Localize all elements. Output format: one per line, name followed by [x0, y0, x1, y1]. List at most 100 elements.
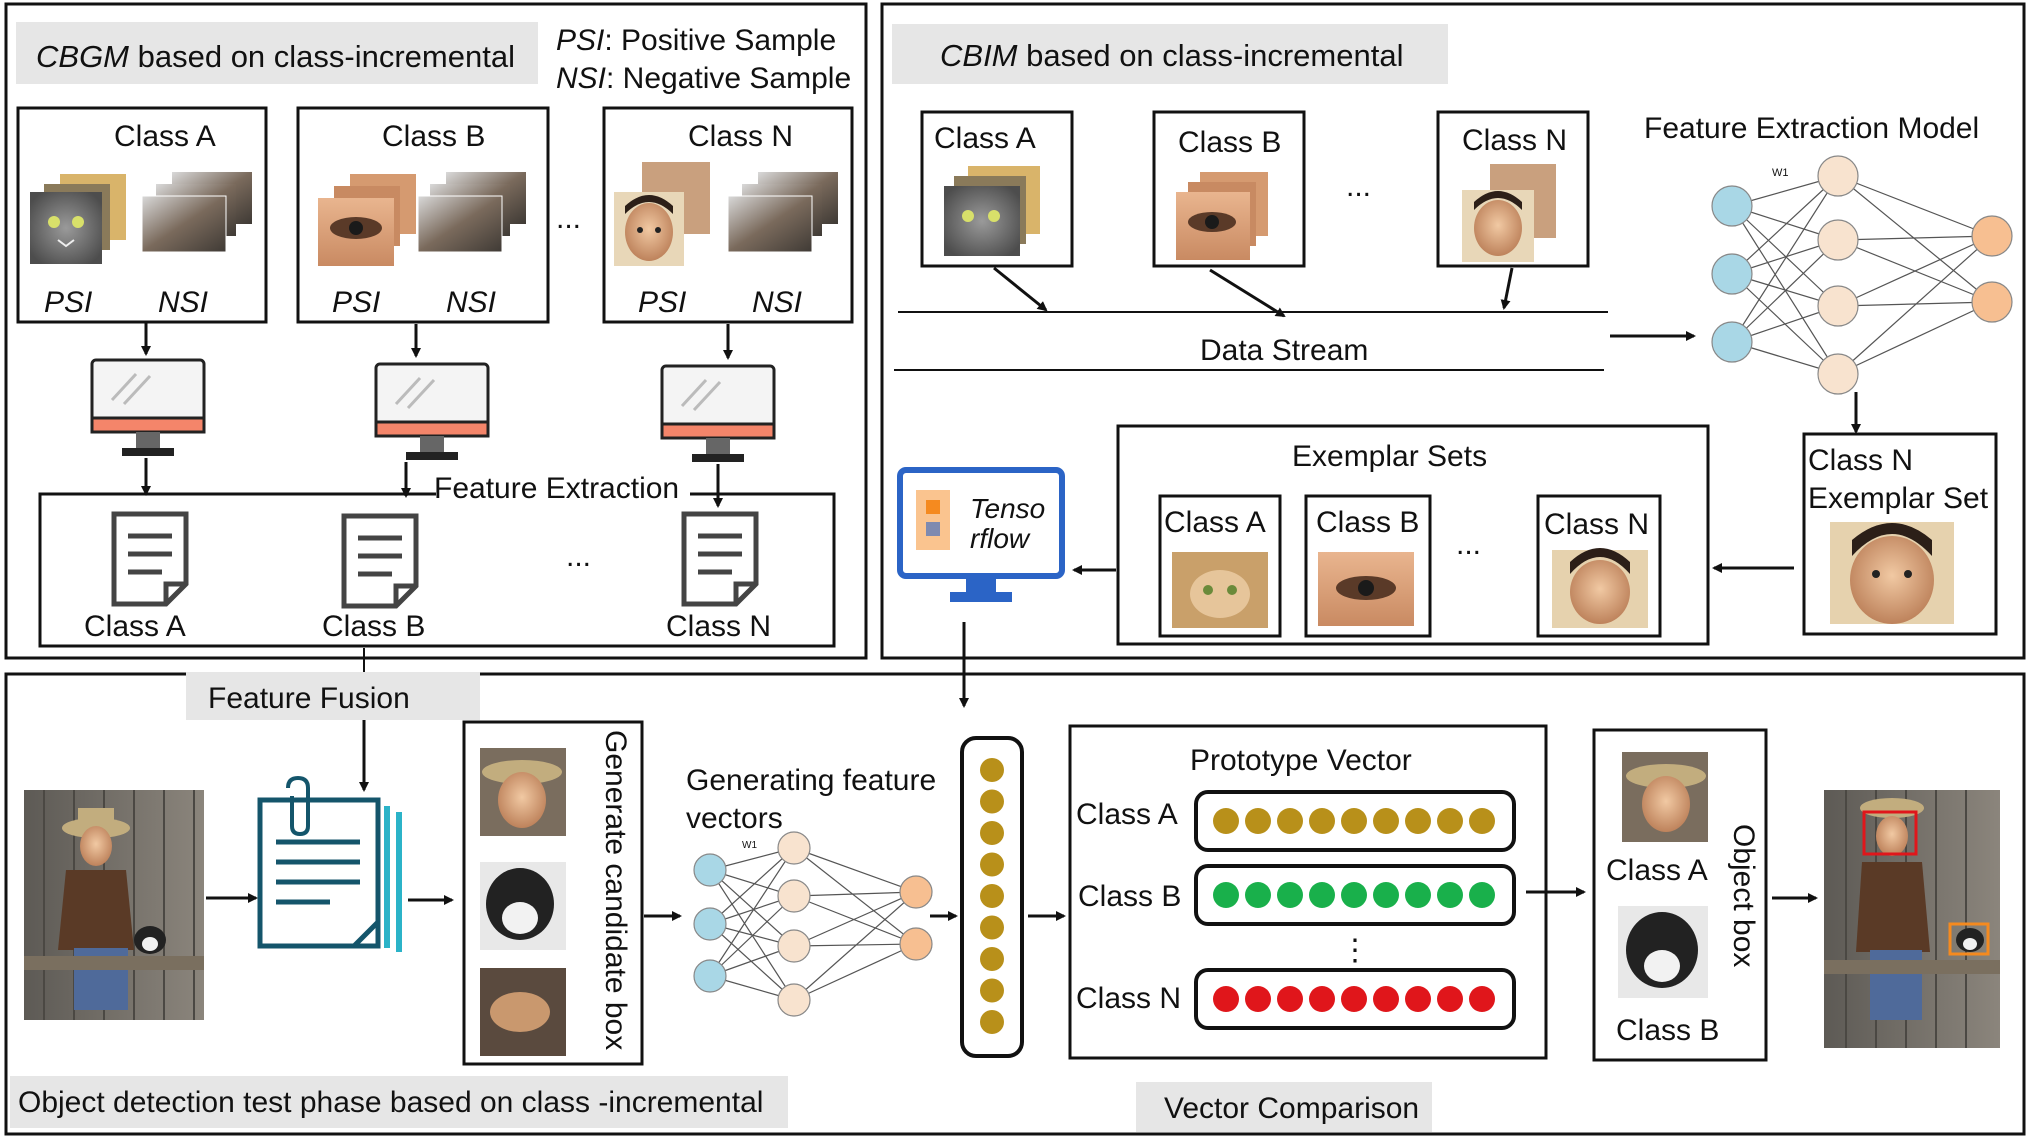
prototype-element [1309, 882, 1335, 908]
network-node [693, 959, 727, 993]
legend-psi: PSI: Positive Sample [556, 24, 836, 57]
network-node [693, 907, 727, 941]
tf-text-line2: rflow [970, 523, 1031, 554]
test-phase-title: Object detection test phase based on cla… [18, 1086, 763, 1119]
vector-element [980, 915, 1004, 940]
neural-network-icon [1711, 155, 2013, 395]
street-image-stack-b [417, 172, 526, 253]
feature-vector-column [960, 736, 1024, 1058]
prototype-element [1373, 882, 1399, 908]
exemplar-class-n: Class N [1544, 508, 1649, 541]
test-title-bar [10, 1076, 788, 1128]
prototype-vector-box: Prototype Vector Class A Class B ⋮ Class… [1068, 724, 1548, 1060]
cbgm-class-b-psi: PSI [332, 286, 380, 319]
candidate-box-label: Generate candidate box [599, 730, 632, 1050]
object-box: Class A Class B Object box [1592, 728, 1768, 1062]
prototype-element [1437, 882, 1463, 908]
prototype-element [1277, 808, 1303, 834]
vector-element [980, 821, 1004, 845]
prototype-element [1245, 808, 1271, 834]
input-photo [24, 790, 204, 1020]
network-node [1817, 219, 1859, 261]
cat-image-stack [30, 174, 126, 264]
cbgm-panel-frame [4, 2, 868, 660]
prototype-element [1437, 808, 1463, 834]
feature-extraction-label: Feature Extraction [434, 472, 679, 505]
exemplar-class-b: Class B [1316, 506, 1419, 539]
network-node [777, 929, 811, 963]
vector-element [980, 852, 1004, 877]
proto-row-n-label: Class N [1076, 982, 1181, 1015]
vector-element [980, 884, 1004, 908]
prototype-element [1213, 882, 1239, 908]
object-class-a: Class A [1606, 854, 1708, 887]
cbgm-class-n-psi: PSI [638, 286, 686, 319]
exemplar-ellipsis: ... [1456, 528, 1481, 561]
prototype-element [1405, 808, 1431, 834]
vector-element [980, 789, 1004, 814]
prototype-element [1277, 882, 1303, 908]
test-neural-network-icon [693, 831, 933, 1017]
object-class-b: Class B [1616, 1014, 1719, 1047]
prototype-element [1469, 882, 1495, 908]
cbgm-class-n-box: Class N PSI NSI [602, 106, 854, 324]
monitor-icon [660, 364, 776, 462]
object-box-label: Object box [1727, 824, 1760, 967]
cbim-class-a-label: Class A [934, 122, 1036, 155]
candidate-box: Generate candidate box [462, 720, 644, 1066]
cbgm-class-a-nsi: NSI [158, 286, 208, 319]
detection-box-orange [1948, 922, 1990, 956]
cbim-panel: CBIM based on class-incremental Class A … [880, 2, 2026, 708]
prototype-vector-label: Prototype Vector [1190, 744, 1412, 777]
cbim-class-b-label: Class B [1178, 126, 1281, 159]
cbgm-class-a-box: Class A PSI NSI [16, 106, 268, 324]
cbgm-class-n-label: Class N [688, 120, 793, 153]
street-image-stack [141, 172, 252, 253]
prototype-element [1341, 808, 1367, 834]
cbgm-class-n-nsi: NSI [752, 286, 802, 319]
prototype-element [1245, 882, 1271, 908]
network-node [693, 853, 727, 887]
prototype-element [1373, 808, 1399, 834]
feature-fusion-bar [186, 672, 480, 720]
test-net-weight-label: W1 [742, 840, 757, 851]
doc-class-a: Class A [84, 610, 186, 643]
cbgm-class-b-label: Class B [382, 120, 485, 153]
cbgm-class-b-nsi: NSI [446, 286, 496, 319]
cbgm-title: CBGM based on class-incremental [36, 39, 515, 74]
data-stream-label: Data Stream [1200, 334, 1368, 367]
monitor-icon [374, 362, 490, 460]
gen-vectors-line2: vectors [686, 802, 783, 835]
test-panel-frame [4, 672, 2026, 1136]
classn-exemplar-line1: Class N [1808, 444, 1913, 477]
monitor-icon [90, 358, 206, 456]
network-node [1817, 353, 1859, 395]
prototype-element [1309, 986, 1335, 1012]
network-node [777, 983, 811, 1017]
prototype-element [1213, 808, 1239, 834]
doc-ellipsis: ... [566, 540, 591, 573]
cbgm-title-bar [16, 22, 538, 84]
prototype-element [1277, 986, 1303, 1012]
network-node [899, 875, 933, 909]
feature-fusion-label: Feature Fusion [208, 682, 410, 715]
detection-box-red [1862, 810, 1918, 856]
cbim-class-n-label: Class N [1462, 124, 1567, 157]
doc-class-n: Class N [666, 610, 771, 643]
legend-nsi: NSI: Negative Sample [556, 62, 851, 95]
document-icon [681, 511, 759, 607]
network-node [1711, 185, 1753, 227]
boy-image-stack [614, 162, 710, 266]
cbim-panel-frame [880, 2, 2026, 660]
cbim-class-a-box: Class A [920, 110, 1074, 268]
vector-element [980, 947, 1004, 971]
prototype-element [1405, 882, 1431, 908]
gen-vectors-line1: Generating feature [686, 764, 936, 797]
network-node [1971, 281, 2013, 323]
network-node [899, 927, 933, 961]
cbgm-class-a-psi: PSI [44, 286, 92, 319]
cbgm-ellipsis: ... [556, 202, 581, 235]
network-node [1971, 215, 2013, 257]
network-node [1817, 285, 1859, 327]
